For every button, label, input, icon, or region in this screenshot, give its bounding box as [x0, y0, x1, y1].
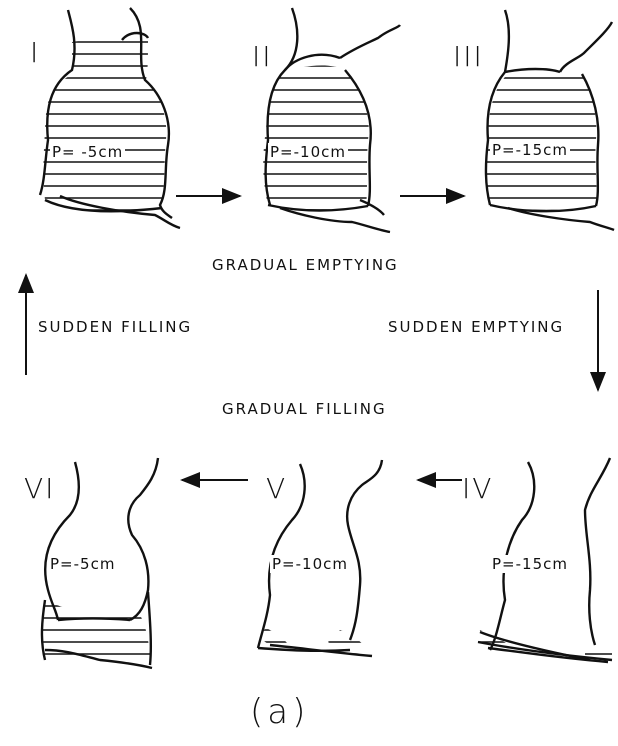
label-gradual-emptying: GRADUAL EMPTYING: [212, 256, 399, 274]
label-sudden-filling: SUDDEN FILLING: [38, 318, 192, 336]
label-sudden-emptying: SUDDEN EMPTYING: [388, 318, 564, 336]
stage-numeral-5: V: [266, 472, 287, 505]
stage-numeral-2: II: [252, 40, 273, 73]
pore-1: [40, 8, 180, 228]
figure-caption: (a): [250, 692, 309, 732]
label-gradual-filling: GRADUAL FILLING: [222, 400, 387, 418]
pore-2: [263, 8, 400, 232]
pressure-label-4: P=-15cm: [490, 555, 570, 573]
stage-numeral-6: VI: [24, 472, 55, 505]
pressure-label-5: P=-10cm: [270, 555, 350, 573]
transition-arrows: [26, 196, 598, 480]
pressure-label-3: P=-15cm: [490, 141, 570, 159]
pressure-label-1: P= -5cm: [50, 143, 125, 161]
stage-numeral-4: IV: [462, 472, 493, 505]
pressure-label-6: P=-5cm: [48, 555, 117, 573]
stage-numeral-1: I: [30, 36, 40, 69]
pressure-label-2: P=-10cm: [268, 143, 348, 161]
pore-3: [486, 10, 614, 230]
stage-numeral-3: III: [453, 40, 484, 73]
